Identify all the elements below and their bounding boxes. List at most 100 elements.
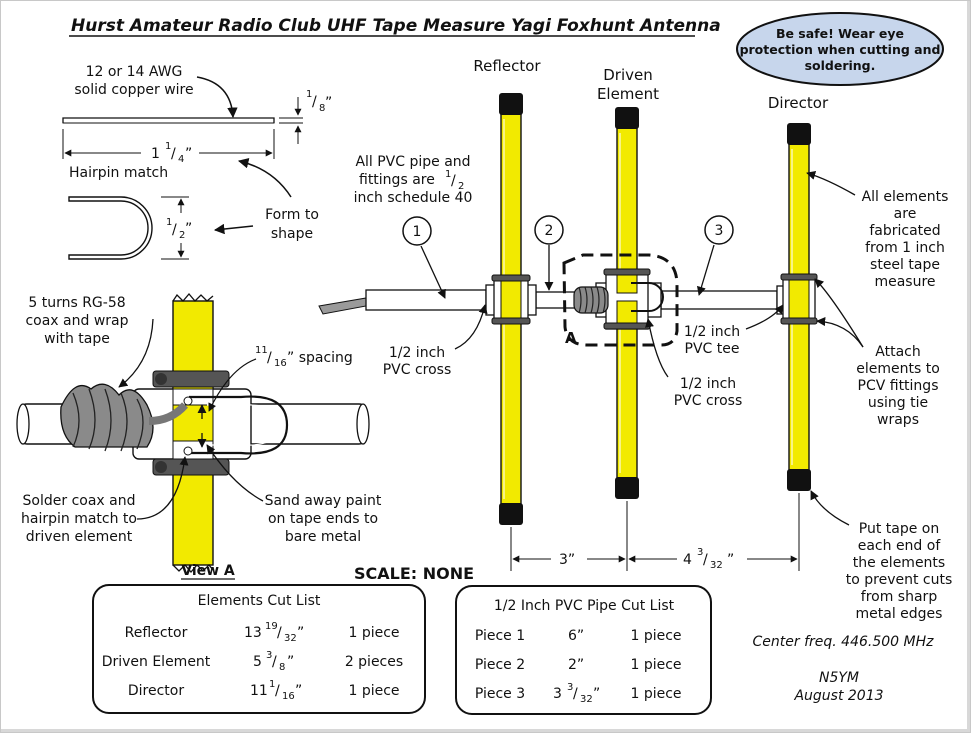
scale-label: SCALE: NONE — [354, 564, 474, 583]
svg-text:using tie: using tie — [868, 395, 928, 411]
svg-text:Elements Cut List: Elements Cut List — [198, 593, 321, 609]
svg-text:1: 1 — [306, 89, 312, 100]
svg-text:fittings are: fittings are — [359, 172, 435, 188]
fabricated-note: All elements are fabricated from 1 inch … — [806, 170, 949, 290]
svg-text:Piece 3: Piece 3 — [475, 686, 525, 702]
svg-text:fabricated: fabricated — [869, 223, 940, 239]
detail-a-label: A — [565, 329, 577, 347]
svg-text:Piece 1: Piece 1 — [475, 628, 525, 644]
svg-text:16: 16 — [282, 691, 295, 702]
svg-text:1/2 Inch PVC Pipe Cut List: 1/2 Inch PVC Pipe Cut List — [494, 598, 675, 614]
svg-text:with tape: with tape — [44, 331, 110, 347]
svg-text:3: 3 — [266, 650, 272, 661]
svg-text:1 piece: 1 piece — [348, 625, 399, 641]
svg-text:protection when cutting and: protection when cutting and — [740, 42, 941, 57]
svg-text:1 piece: 1 piece — [630, 686, 681, 702]
svg-text:shape: shape — [271, 226, 313, 242]
svg-text:Piece 2: Piece 2 — [475, 657, 525, 673]
svg-text:/: / — [272, 654, 277, 670]
svg-text:1: 1 — [165, 141, 171, 152]
svg-text:1: 1 — [151, 146, 160, 162]
svg-text:8: 8 — [279, 662, 285, 673]
svg-text:2”: 2” — [568, 657, 584, 673]
piece-callout-3: 3 — [696, 215, 734, 296]
svg-text:4: 4 — [178, 154, 184, 165]
director-label: Director — [768, 94, 829, 112]
detail-a-outline — [562, 253, 679, 347]
svg-text:2: 2 — [179, 230, 185, 241]
svg-text:elements to: elements to — [856, 361, 940, 377]
svg-text:soldering.: soldering. — [805, 58, 876, 73]
svg-text:Put tape on: Put tape on — [859, 521, 939, 537]
svg-text:each end of: each end of — [858, 538, 942, 554]
svg-text:PCV fittings: PCV fittings — [858, 378, 939, 394]
svg-text:Attach: Attach — [875, 344, 920, 360]
svg-text:on tape ends to: on tape ends to — [268, 511, 378, 527]
svg-text:All elements: All elements — [862, 189, 949, 205]
svg-text:/: / — [703, 552, 708, 568]
reflector-cross — [485, 274, 537, 325]
tape-note: Put tape on each end of the elements to … — [810, 490, 953, 622]
view-a: 5 turns RG-58 coax and wrap with tape 11… — [16, 293, 382, 580]
view-a-coax-choke — [60, 383, 189, 452]
svg-text:solid copper wire: solid copper wire — [74, 82, 193, 98]
director-tee — [776, 273, 818, 325]
svg-text:16: 16 — [274, 358, 287, 369]
pvc-note: All PVC pipe and fittings are 1 / 2 inch… — [354, 154, 473, 206]
coax-choke — [573, 286, 609, 314]
elements-cut-list: Elements Cut List Reflector 13 19 / 32 ”… — [92, 584, 426, 714]
hairpin-label: Hairpin match — [69, 165, 168, 181]
svg-text:/: / — [275, 683, 280, 699]
reflector-label: Reflector — [473, 57, 541, 75]
view-a-title: View A — [181, 563, 235, 579]
svg-text:driven element: driven element — [26, 529, 133, 545]
svg-text:2 pieces: 2 pieces — [345, 654, 403, 670]
svg-text:measure: measure — [874, 274, 935, 290]
svg-text:/: / — [172, 222, 177, 238]
svg-text:PVC cross: PVC cross — [674, 393, 743, 409]
svg-text:to prevent cuts: to prevent cuts — [846, 572, 953, 588]
svg-text:/: / — [312, 94, 317, 110]
svg-text:hairpin match to: hairpin match to — [21, 511, 137, 527]
page-title: Hurst Amateur Radio Club UHF Tape Measur… — [71, 16, 721, 36]
spacing-note: 11 / 16 ” spacing — [255, 345, 353, 369]
svg-text:1: 1 — [269, 679, 275, 690]
svg-text:”: ” — [727, 552, 734, 568]
svg-text:5: 5 — [253, 654, 262, 670]
cross-center-label: 1/2 inch — [680, 376, 736, 392]
tee-label: 1/2 inch — [684, 324, 740, 340]
piece-callout-2: 2 — [534, 215, 564, 291]
svg-text:1 piece: 1 piece — [630, 628, 681, 644]
callsign: N5YM — [819, 670, 859, 686]
svg-text:1 piece: 1 piece — [348, 683, 399, 699]
attach-note: Attach elements to PCV fittings using ti… — [814, 278, 940, 428]
svg-text:from sharp: from sharp — [861, 589, 938, 605]
svg-text:bare metal: bare metal — [285, 529, 361, 545]
svg-text:”: ” — [287, 654, 294, 670]
piece-callout-1: 1 — [402, 216, 446, 299]
svg-text:PVC tee: PVC tee — [685, 341, 740, 357]
svg-text:”: ” — [185, 146, 192, 162]
svg-text:2: 2 — [545, 223, 554, 239]
svg-text:19: 19 — [265, 621, 278, 632]
svg-text:/: / — [573, 686, 578, 702]
date: August 2013 — [793, 688, 883, 704]
svg-text:Element: Element — [597, 85, 659, 103]
solder-note: Solder coax and — [23, 493, 136, 509]
svg-text:coax and wrap: coax and wrap — [25, 313, 128, 329]
spacing-dimensions: 3” 4 3 / 32 ” — [510, 493, 800, 571]
svg-text:1 piece: 1 piece — [630, 657, 681, 673]
pvc-cut-list: 1/2 Inch PVC Pipe Cut List Piece 1 6” 1 … — [455, 585, 712, 715]
svg-text:inch schedule 40: inch schedule 40 — [354, 190, 473, 206]
svg-text:Be safe! Wear eye: Be safe! Wear eye — [776, 26, 904, 41]
svg-text:/: / — [277, 625, 282, 641]
sand-note: Sand away paint — [265, 493, 382, 509]
svg-text:32: 32 — [284, 633, 297, 644]
svg-text:3: 3 — [697, 547, 703, 558]
svg-text:32: 32 — [710, 560, 723, 571]
svg-text:”: ” — [295, 683, 302, 699]
svg-text:32: 32 — [580, 694, 593, 705]
coax-note: 5 turns RG-58 — [28, 295, 125, 311]
